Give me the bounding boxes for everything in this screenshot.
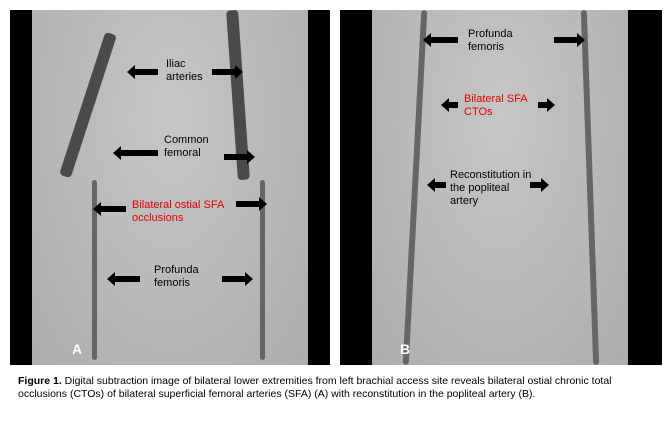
arrow-icon	[538, 98, 555, 112]
arrow-icon	[107, 272, 140, 286]
artery-shape	[59, 31, 117, 179]
label-sfa-ctos: Bilateral SFA CTOs	[464, 93, 527, 118]
arrow-icon	[212, 65, 243, 79]
arrow-icon	[93, 202, 126, 216]
figure-caption: Figure 1. Digital subtraction image of b…	[18, 375, 618, 401]
angiogram-panel-b: Profunda femoris Bilateral SFA CTOs Reco…	[340, 10, 662, 365]
arrow-icon	[441, 98, 458, 112]
artery-shape	[92, 180, 97, 360]
arrow-icon	[530, 178, 549, 192]
angiogram-image-b	[372, 10, 628, 365]
arrow-icon	[113, 146, 158, 160]
arrow-icon	[222, 272, 253, 286]
label-ostial-sfa-occlusions: Bilateral ostial SFA occlusions	[132, 199, 224, 224]
angiogram-image-a	[32, 9, 308, 365]
arrow-icon	[127, 65, 158, 79]
arrow-icon	[554, 33, 585, 47]
artery-shape	[402, 10, 428, 365]
artery-shape	[580, 10, 600, 365]
label-common-femoral: Common femoral	[164, 134, 209, 159]
panel-label-a: A	[72, 341, 83, 357]
caption-text: Digital subtraction image of bilateral l…	[18, 375, 612, 400]
label-iliac-arteries: Iliac arteries	[166, 58, 203, 83]
caption-title: Figure 1.	[18, 375, 62, 387]
artery-shape	[260, 180, 265, 360]
panel-label-b: B	[400, 341, 411, 357]
angiogram-panel-a: Iliac arteries Common femoral Bilateral …	[10, 9, 330, 365]
label-profunda-femoris-a: Profunda femoris	[154, 264, 199, 289]
arrow-icon	[224, 150, 255, 164]
arrow-icon	[427, 178, 446, 192]
label-profunda-femoris-b: Profunda femoris	[468, 28, 513, 53]
label-reconstitution: Reconstitution in the popliteal artery	[450, 169, 532, 207]
arrow-icon	[236, 197, 267, 211]
arrow-icon	[423, 33, 458, 47]
